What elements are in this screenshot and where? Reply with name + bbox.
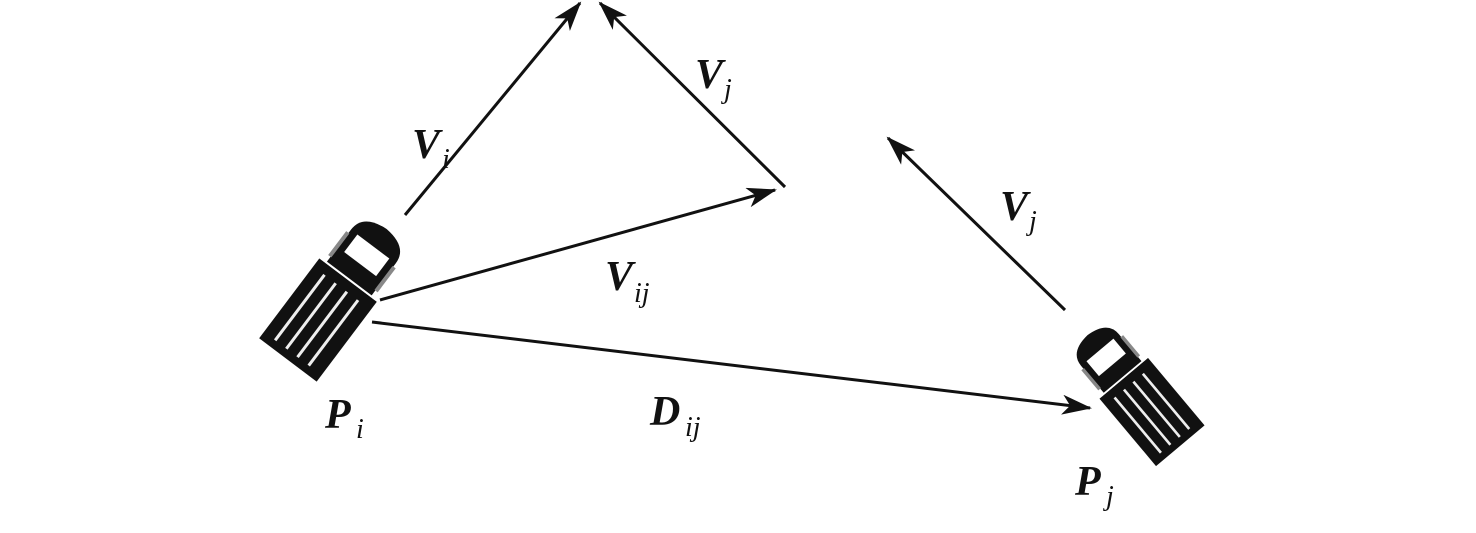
svg-text:P: P [1074, 459, 1101, 505]
label-vij: V ij [605, 254, 650, 309]
svg-text:ij: ij [685, 412, 701, 443]
svg-text:j: j [1026, 206, 1037, 237]
label-dij: D ij [649, 389, 701, 443]
arrow-dij [371, 320, 1092, 415]
arrow-vj-top [598, 1, 787, 189]
svg-text:V: V [412, 122, 443, 168]
arrow-vij [379, 187, 777, 302]
svg-text:V: V [605, 254, 636, 300]
svg-text:D: D [649, 389, 680, 435]
svg-text:P: P [324, 392, 351, 438]
arrow-vi [403, 1, 582, 216]
svg-text:j: j [1103, 481, 1114, 512]
label-vi: V i [412, 122, 450, 175]
label-vj-right: V j [1000, 184, 1037, 237]
svg-text:ij: ij [634, 278, 650, 309]
label-vj-top: V j [695, 52, 732, 105]
arrow-vj-right [886, 136, 1067, 312]
svg-text:V: V [1000, 184, 1031, 230]
label-pi: P i [324, 392, 364, 445]
svg-text:i: i [356, 414, 364, 445]
label-pj: P j [1074, 459, 1114, 512]
svg-text:V: V [695, 52, 726, 98]
truck-i [257, 205, 417, 384]
truck-j [1061, 313, 1206, 468]
svg-text:j: j [721, 74, 732, 105]
svg-text:i: i [442, 144, 450, 175]
